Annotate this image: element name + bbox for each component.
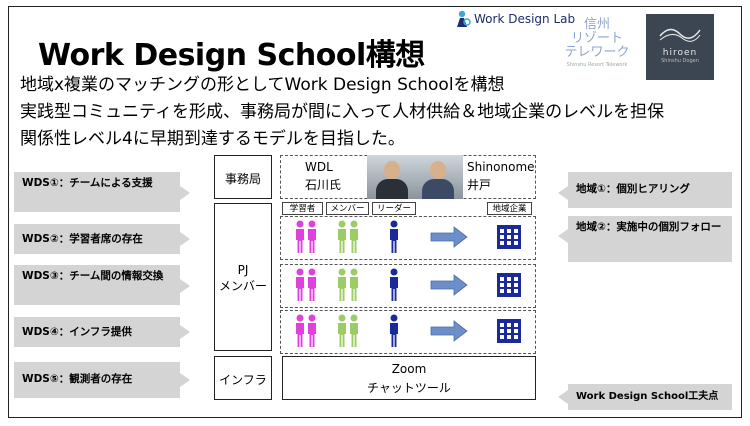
role-company-label: 地域企業 [487,202,532,215]
hiroen-wave-icon [659,28,701,42]
team-row-1 [280,216,536,260]
member-icon [337,220,347,258]
wdl-logo-icon [457,10,471,27]
role-member-label: メンバー [326,202,369,215]
wds-tag-4-pointer [180,325,190,339]
shinshu-logo-line2: リゾート [570,31,623,46]
wdl-person-photo [367,155,417,199]
secretariat-members: WDL 石川氏 Shinonome 井戸 [280,155,536,199]
learner-icon [295,220,305,258]
shinshu-logo-line1: 信州 [583,17,610,32]
arrow-right-icon [430,226,468,252]
wds-tag-2-pointer [180,232,190,246]
wds-tag-1: WDS①：チームによる支援 [14,172,180,212]
arrow-right-icon [430,320,468,346]
learner-icon [295,314,305,352]
region-tag-1: 地域①：個別ヒアリング [568,172,732,208]
company-building-icon [496,224,522,254]
company-building-icon [496,272,522,302]
infra-tool-zoom: Zoom [391,362,427,376]
learner-icon [307,268,317,306]
slide-frame [8,6,742,418]
region-tag-2: 地域②：実施中の個別フォロー [568,216,732,262]
infra-tool-chat: チャットツール [367,381,451,395]
wds-tag-3: WDS③：チーム間の情報交換 [14,265,180,305]
learner-icon [295,268,305,306]
wds-tag-5-label: WDS⑤：観測者の存在 [22,373,133,385]
secretariat-box: 事務局 [214,155,272,199]
region-tag-1-label: 地域①：個別ヒアリング [576,183,690,195]
member-icon [349,314,359,352]
wds-tag-4-label: WDS④：インフラ提供 [22,326,132,338]
region-tag-2-label: 地域②：実施中の個別フォロー [576,221,722,233]
member-icon [337,268,347,306]
wds-tag-3-label: WDS③：チーム間の情報交換 [22,270,164,282]
wds-tag-1-label: WDS①：チームによる支援 [22,177,153,189]
infra-box: インフラ [214,356,272,400]
role-learner-label: 学習者 [282,202,323,215]
learner-icon [307,220,317,258]
member-icon [337,314,347,352]
member-icon [349,220,359,258]
team-row-3 [280,310,536,354]
shinshu-resort-telework-logo: 信州 リゾート テレワーク Shinshu Resort Telework [563,18,631,80]
wdl-person-label: 石川氏 [305,178,342,192]
wds-tag-5: WDS⑤：観測者の存在 [14,362,180,398]
secretariat-label: 事務局 [224,172,261,186]
legend-tag: Work Design School工夫点 [568,384,732,410]
leader-icon [389,220,399,258]
hiroen-logo: hiroen Shinshu Dogen [646,14,714,80]
shinonome-org-label: Shinonome [467,160,535,174]
wds-tag-2-label: WDS②：学習者席の存在 [22,233,143,245]
team-row-2 [280,264,536,308]
legend-tag-label: Work Design School工夫点 [576,391,719,402]
subtitle-line-2: 実践型コミュニティを形成、事務局が間に入って人材供給＆地域企業のレベルを担保 [20,102,665,122]
member-icon [349,268,359,306]
wdl-logo: Work Design Lab [455,10,575,28]
wds-tag-4: WDS④：インフラ提供 [14,317,180,347]
region-tag-2-pointer [558,229,568,243]
subtitle-line-1: 地域x複業のマッチングの形としてWork Design Schoolを構想 [20,75,505,95]
wds-tag-3-pointer [180,279,190,293]
learner-icon [307,314,317,352]
pj-member-label: PJ メンバー [218,263,267,293]
wdl-org-label: WDL [305,160,333,174]
hiroen-logo-small: Shinshu Dogen [661,58,699,64]
subtitle-line-3: 関係性レベル4に早期到達するモデルを目指した。 [20,129,405,149]
wds-tag-5-pointer [180,373,190,387]
infra-label: インフラ [219,373,267,387]
wds-tag-2: WDS②：学習者席の存在 [14,224,180,254]
wdl-logo-text: Work Design Lab [474,12,576,26]
pj-member-box: PJ メンバー [214,203,272,351]
hiroen-logo-name: hiroen [662,48,698,58]
leader-icon [389,268,399,306]
company-building-icon [496,318,522,348]
arrow-right-icon [430,274,468,300]
region-tag-1-pointer [558,186,568,200]
legend-tag-pointer [558,390,568,404]
role-leader-label: リーダー [372,202,416,215]
shinonome-person-photo [413,155,463,199]
slide-title: Work Design School構想 [38,38,425,73]
infra-tools-box: Zoom チャットツール [282,356,536,400]
shinonome-person-label: 井戸 [467,178,492,192]
shinshu-logo-line3: テレワーク [564,45,630,60]
wds-tag-1-pointer [180,186,190,200]
shinshu-logo-small: Shinshu Resort Telework [566,62,628,68]
leader-icon [389,314,399,352]
